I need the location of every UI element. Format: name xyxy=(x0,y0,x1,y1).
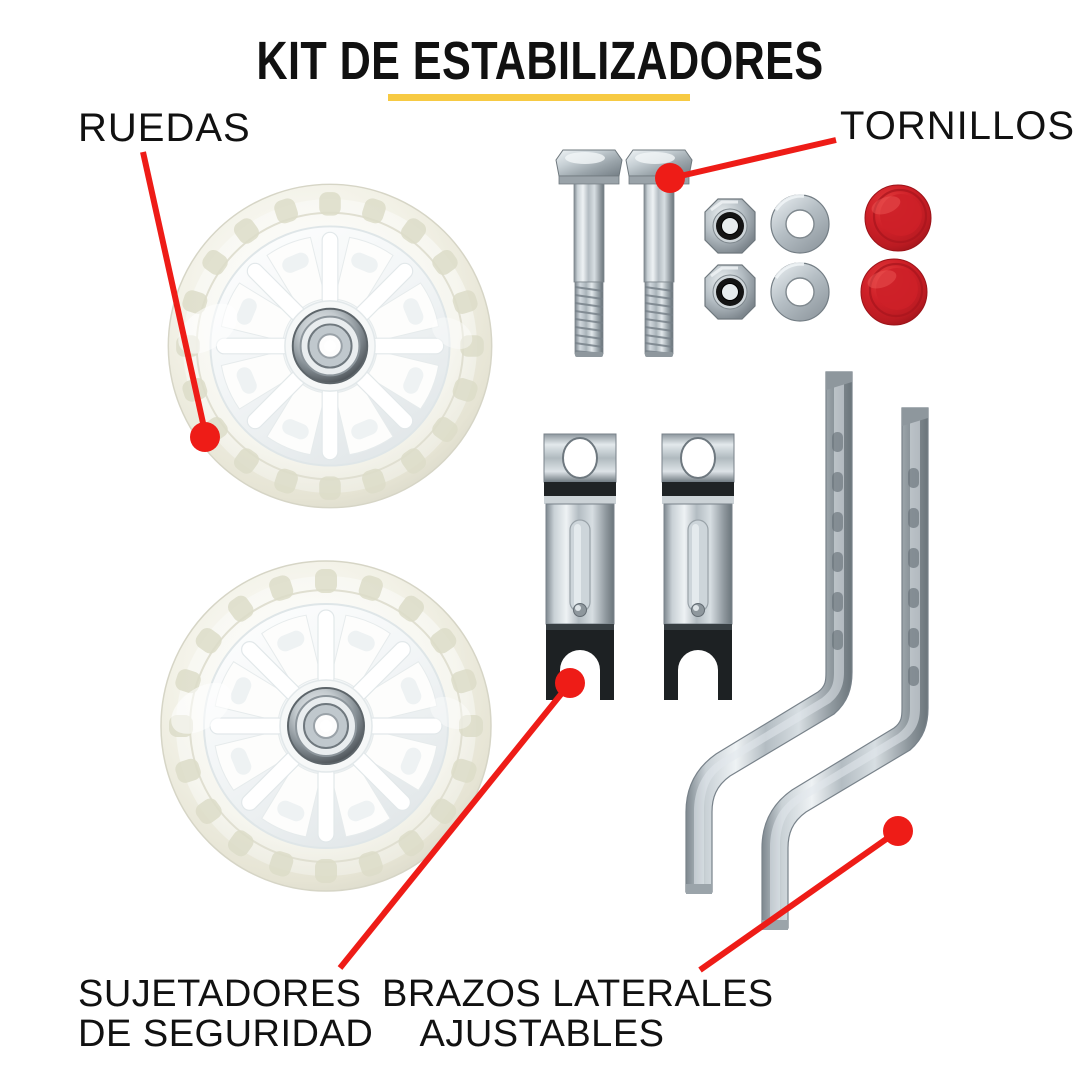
title-underline xyxy=(388,94,690,101)
callout-label-brazos-line2: AJUSTABLES xyxy=(419,1012,665,1055)
leader-sujetadores xyxy=(337,668,585,970)
callout-label-brazos: BRAZOS LATERALES AJUSTABLES xyxy=(382,974,773,1055)
callout-label-brazos-line1: BRAZOS LATERALES xyxy=(382,973,774,1015)
callout-label-sujetadores-line2: DE SEGURIDAD xyxy=(78,1012,374,1055)
leader-brazos xyxy=(698,816,913,973)
leader-ruedas xyxy=(140,151,220,452)
callout-label-sujetadores-line1: SUJETADORES xyxy=(78,973,362,1015)
callout-label-sujetadores: SUJETADORES DE SEGURIDAD xyxy=(78,973,374,1055)
callout-label-ruedas: RUEDAS xyxy=(78,106,251,150)
leader-tornillos xyxy=(655,137,837,193)
callout-label-tornillos: TORNILLOS xyxy=(840,104,1075,148)
page-title: KIT DE ESTABILIZADORES xyxy=(256,31,824,91)
